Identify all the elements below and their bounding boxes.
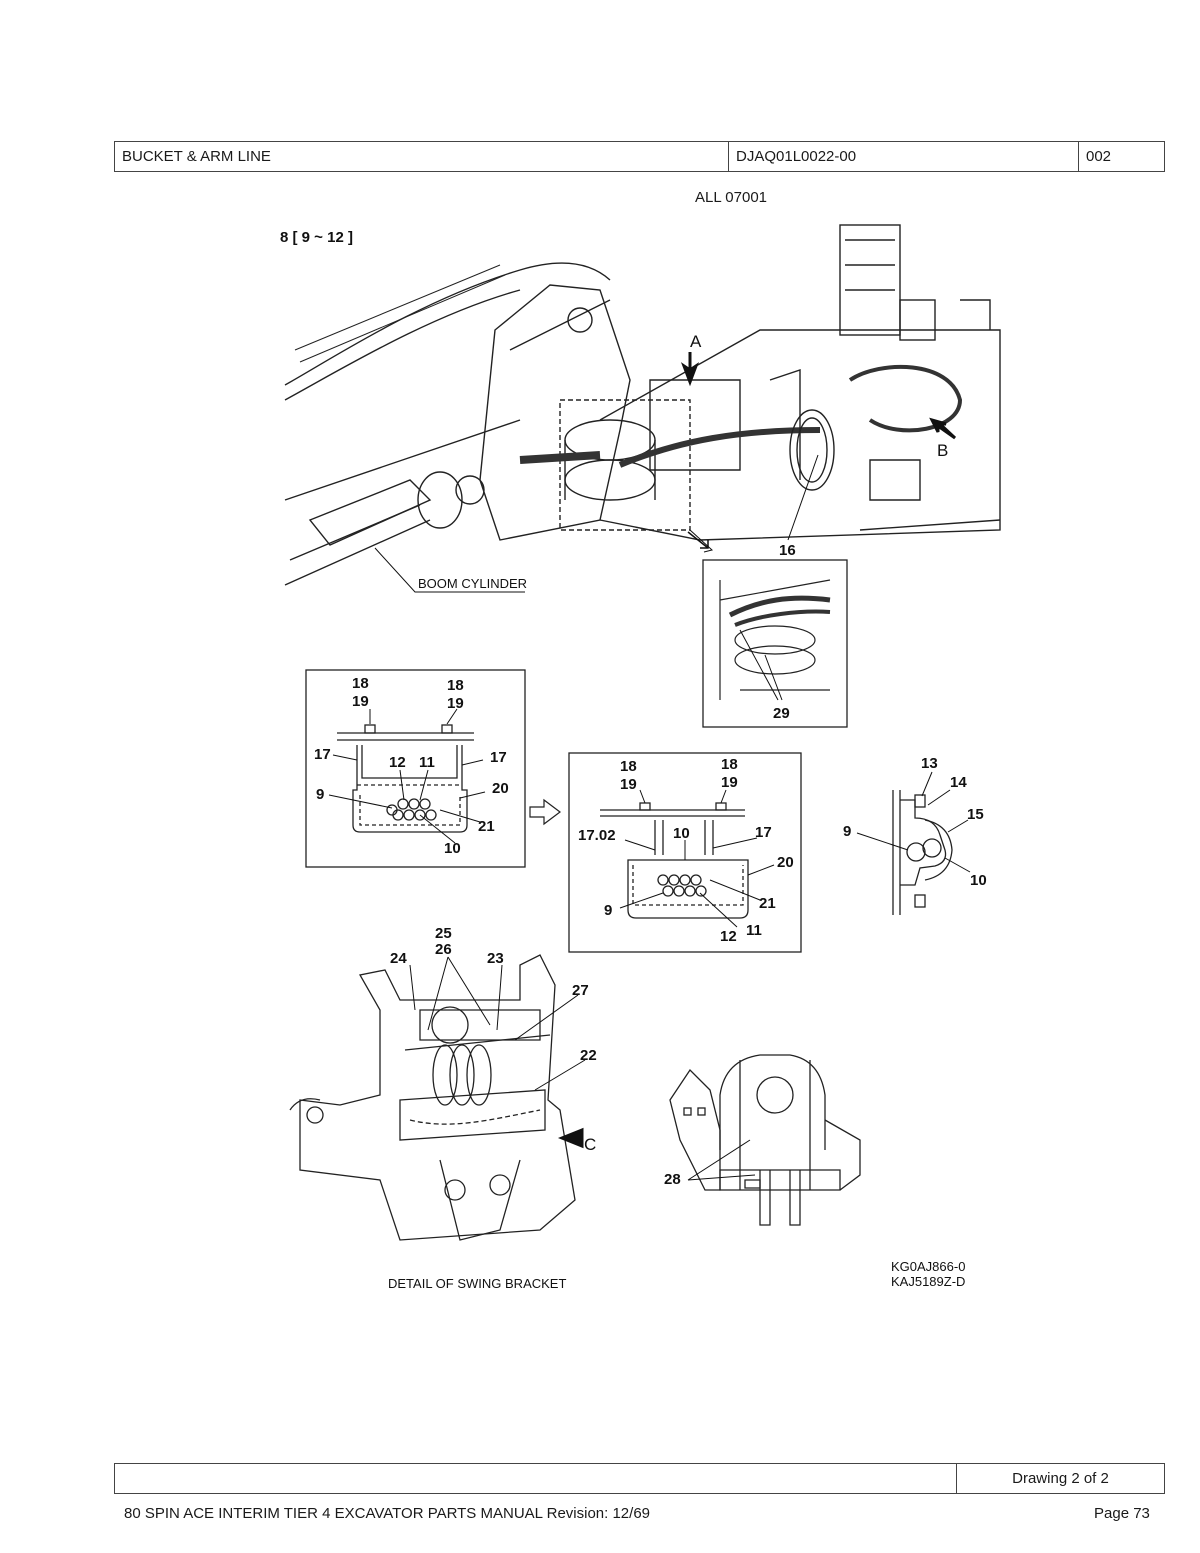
transition-arrow xyxy=(529,798,561,826)
drawing-number: DJAQ01L0022-00 xyxy=(729,142,1079,171)
callout-n1702: 17.02 xyxy=(578,827,616,844)
view-b-label: B xyxy=(937,441,948,460)
manual-title: 80 SPIN ACE INTERIM TIER 4 EXCAVATOR PAR… xyxy=(124,1505,651,1522)
callout-n12a: 12 xyxy=(389,754,406,771)
drawing-of-label: Drawing 2 of 2 xyxy=(1012,1470,1109,1487)
callout-n17a: 17 xyxy=(314,746,331,763)
serial-range: ALL 07001 xyxy=(695,189,768,206)
callout-n24: 24 xyxy=(390,950,407,967)
callout-n17b: 17 xyxy=(490,749,507,766)
callout-n10a: 10 xyxy=(444,840,461,857)
callout-n22: 22 xyxy=(580,1047,597,1064)
callout-n12b: 12 xyxy=(720,928,737,945)
callout-n11b: 11 xyxy=(746,922,762,939)
callout-n19d: 19 xyxy=(721,774,738,791)
callout-n21b: 21 xyxy=(759,895,776,912)
callout-n19a: 19 xyxy=(352,693,369,710)
callout-n28: 28 xyxy=(664,1171,681,1188)
ref-code-1: KG0AJ866-0 xyxy=(891,1259,965,1274)
callout-n13: 13 xyxy=(921,755,938,772)
callout-n9a: 9 xyxy=(316,786,324,803)
page-number: Page 73 xyxy=(1094,1505,1150,1522)
header-table: BUCKET & ARM LINE DJAQ01L0022-00 002 xyxy=(114,141,1165,172)
callout-n10c: 10 xyxy=(970,872,987,889)
swing-bracket-detail: 25 26 24 23 27 22 C xyxy=(289,925,597,1241)
callout-n18d: 18 xyxy=(721,756,738,773)
callout-n10b: 10 xyxy=(673,825,690,842)
callout-n19b: 19 xyxy=(447,695,464,712)
footer-empty-cell xyxy=(115,1464,957,1493)
view-a-label: A xyxy=(690,332,702,351)
section-middle-box: 18 19 18 19 17.02 10 17 20 21 9 12 11 xyxy=(568,752,802,953)
item-ref: 8 [ 9 ~ 12 ] xyxy=(280,229,353,246)
view-arrows: A B xyxy=(680,332,957,553)
boom-cylinder-label: BOOM CYLINDER xyxy=(418,576,527,591)
footer-table: Drawing 2 of 2 xyxy=(114,1463,1165,1494)
bracket-front-view: 28 xyxy=(664,1054,861,1226)
callout-n21a: 21 xyxy=(478,818,495,835)
callout-n17c: 17 xyxy=(755,824,772,841)
callout-n9c: 9 xyxy=(843,823,851,840)
callout-n9b: 9 xyxy=(604,902,612,919)
callout-n23: 23 xyxy=(487,950,504,967)
boom-cylinder-callout: BOOM CYLINDER xyxy=(374,547,527,593)
callout-n15: 15 xyxy=(967,806,984,823)
callout-n18c: 18 xyxy=(620,758,637,775)
detail-29-box: 29 xyxy=(702,559,848,728)
detail-caption: DETAIL OF SWING BRACKET xyxy=(388,1276,566,1291)
callout-n14: 14 xyxy=(950,774,967,791)
callout-16: 16 xyxy=(779,542,796,559)
ref-code-2: KAJ5189Z-D xyxy=(891,1274,965,1289)
sheet-code: 002 xyxy=(1086,148,1112,165)
callout-29: 29 xyxy=(773,705,790,722)
callout-n18a: 18 xyxy=(352,675,369,692)
callout-n11a: 11 xyxy=(419,754,435,771)
section-left-box: 18 19 18 19 17 17 12 11 9 20 21 xyxy=(305,669,526,868)
callout-n26: 26 xyxy=(435,941,452,958)
view-c-label: C xyxy=(584,1135,596,1154)
callout-n20b: 20 xyxy=(777,854,794,871)
callout-n20a: 20 xyxy=(492,780,509,797)
callout-n18b: 18 xyxy=(447,677,464,694)
clamp-detail: 13 14 15 9 10 xyxy=(843,755,987,915)
main-assembly-illustration xyxy=(284,224,1001,586)
section-title: BUCKET & ARM LINE xyxy=(115,142,729,171)
callout-n27: 27 xyxy=(572,982,589,999)
callout-n25: 25 xyxy=(435,925,452,942)
callout-n19c: 19 xyxy=(620,776,637,793)
